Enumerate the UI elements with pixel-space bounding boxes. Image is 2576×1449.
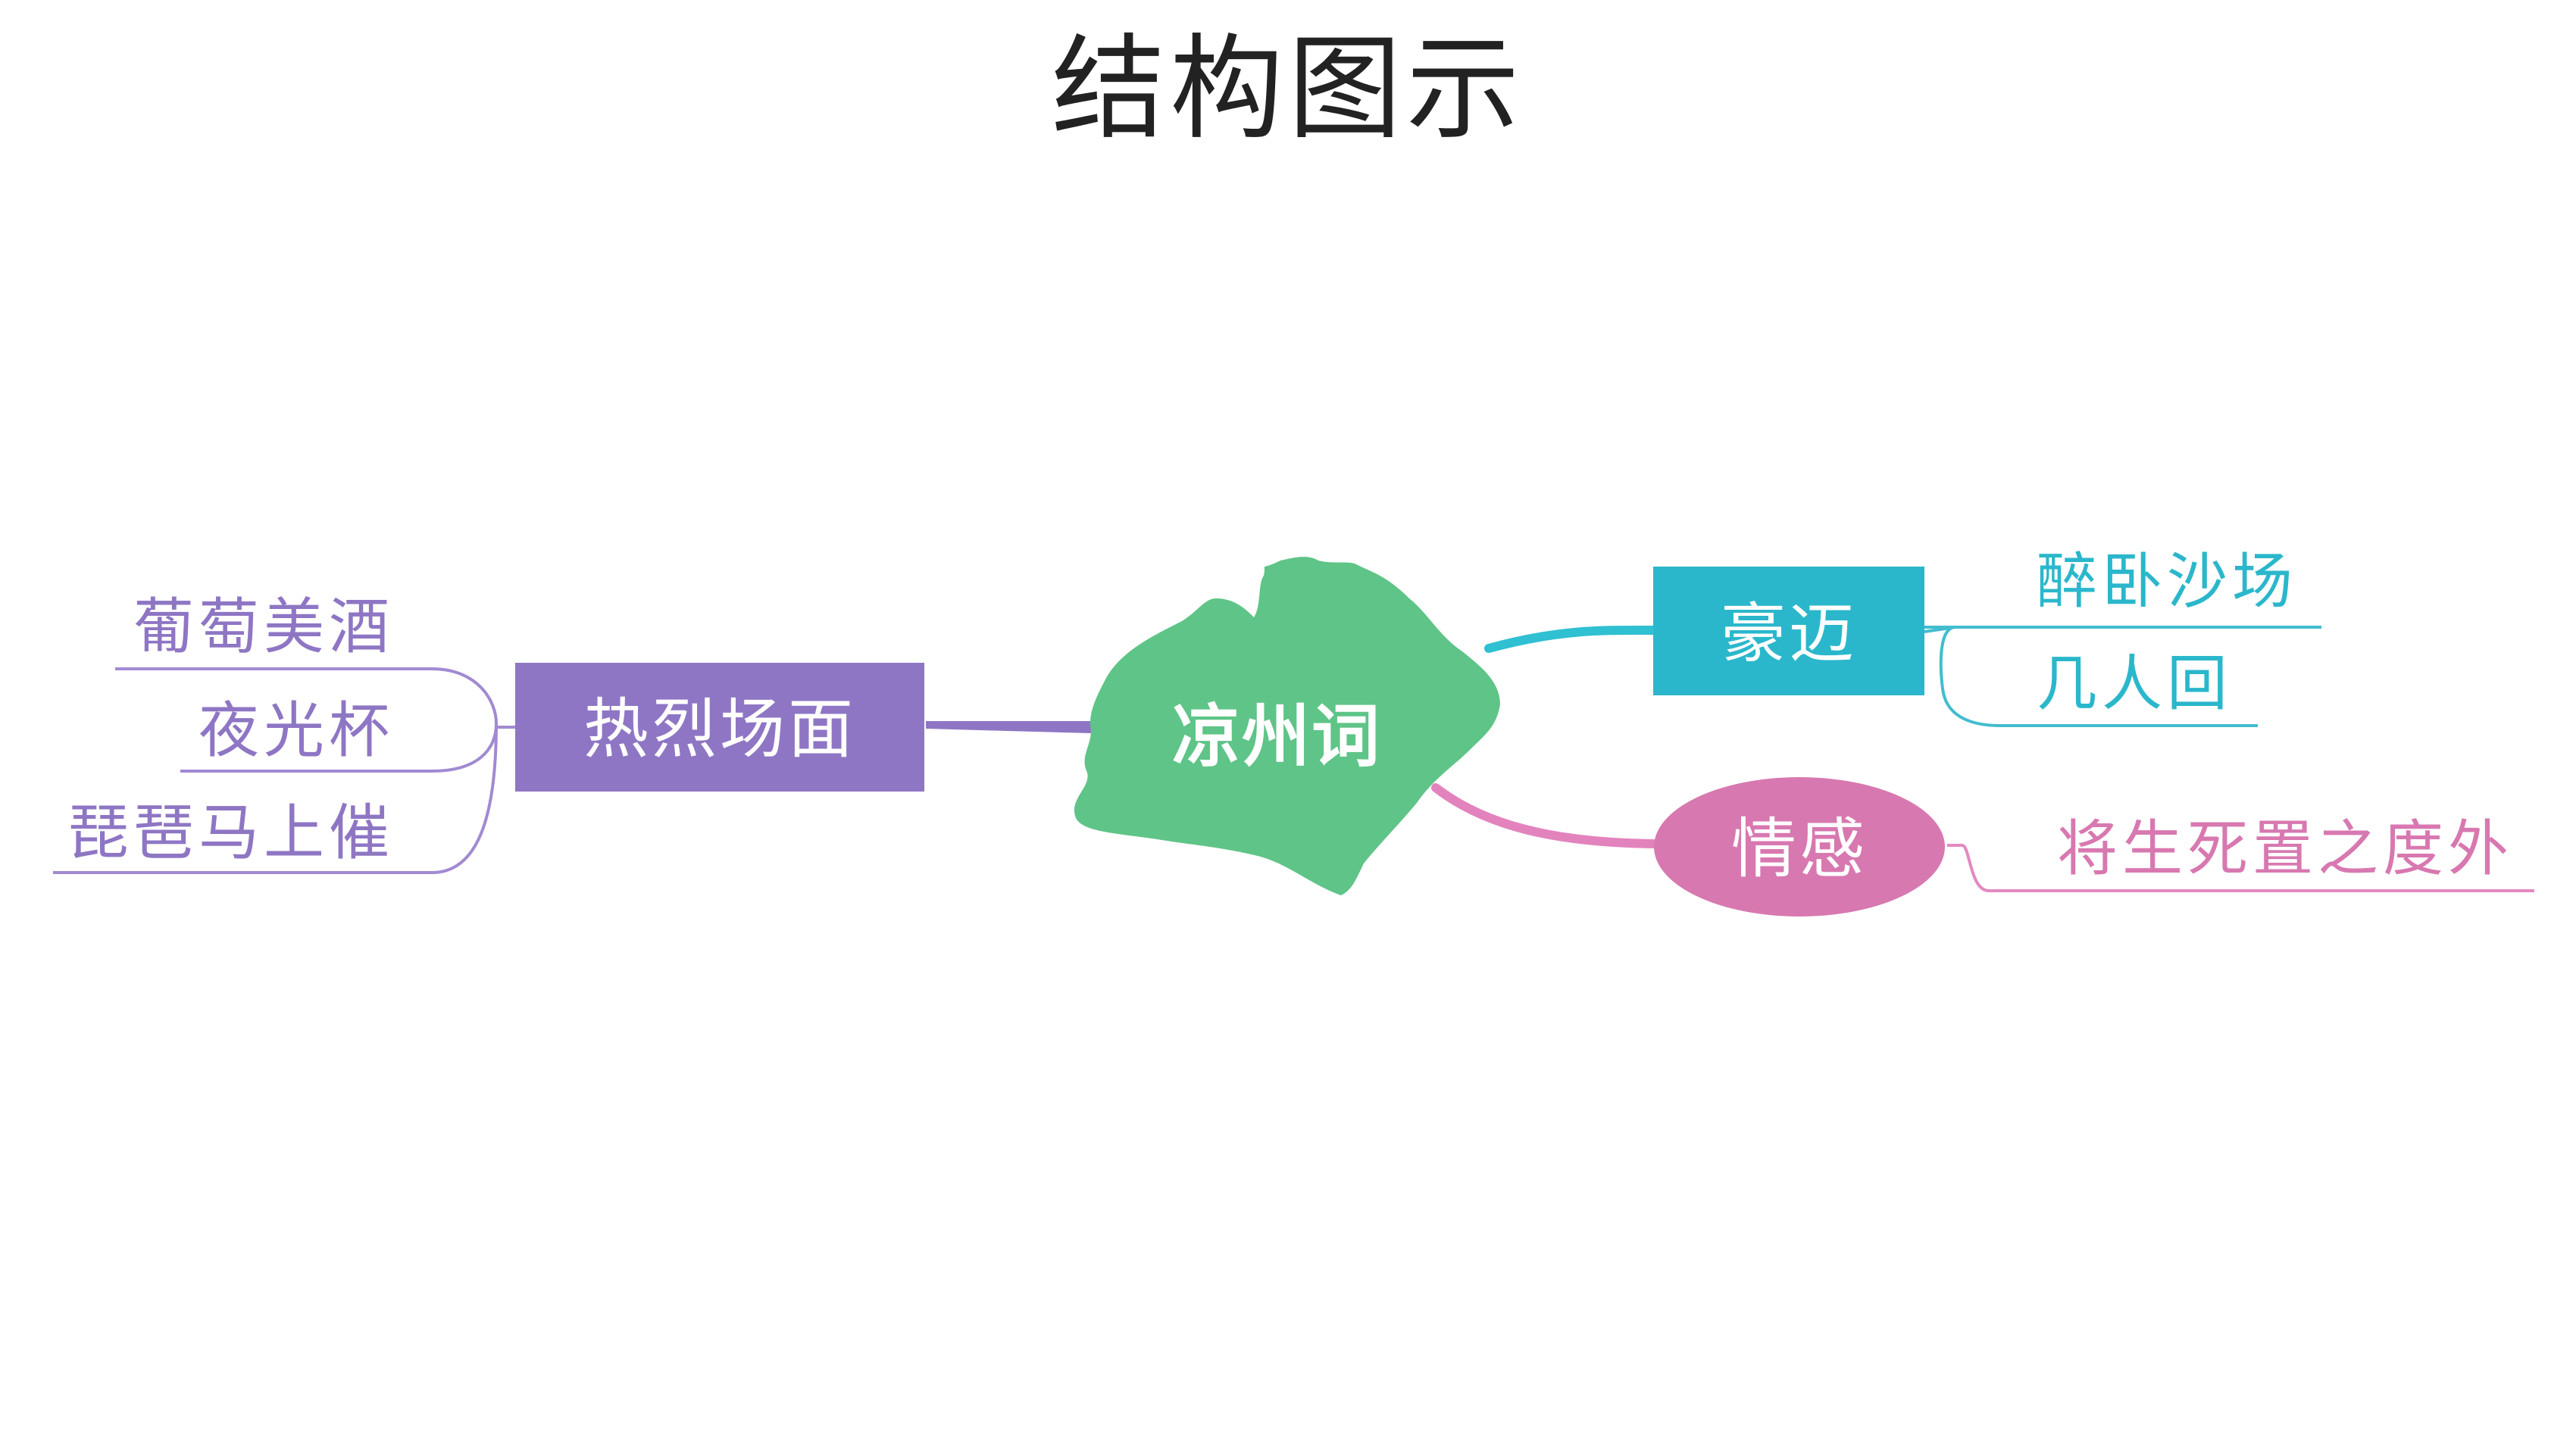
bold-node[interactable]	[1653, 567, 1924, 695]
center-leaf-shape	[1074, 557, 1500, 895]
bold-leaf-1: 醉卧沙场	[2037, 546, 2297, 617]
connector-center-emotion	[1431, 783, 1658, 848]
center-label: 凉州词	[1172, 697, 1381, 776]
scene-leaf-1: 葡萄美酒	[133, 592, 394, 662]
page-title: 结构图示	[1051, 23, 1524, 155]
scene-node-label: 热烈场面	[583, 692, 856, 767]
scene-leaf-3: 琵琶马上催	[68, 798, 394, 868]
scene-leaf-2: 夜光杯	[199, 695, 394, 766]
bold-leaf-2: 几人回	[2037, 648, 2232, 719]
bold-node-label: 豪迈	[1721, 596, 1857, 672]
emotion-node-label: 情感	[1731, 811, 1868, 887]
emotion-node[interactable]	[1654, 777, 1945, 917]
connector-center-bold	[1484, 625, 1658, 653]
scene-node[interactable]	[515, 663, 924, 792]
bold-leaf-lines	[1924, 626, 2321, 727]
connector-center-scene	[926, 721, 1091, 733]
scene-leaf-lines	[53, 667, 515, 874]
emotion-leaf-lines	[1947, 844, 2534, 892]
emotion-leaf-1: 将生死置之度外	[2057, 814, 2513, 884]
